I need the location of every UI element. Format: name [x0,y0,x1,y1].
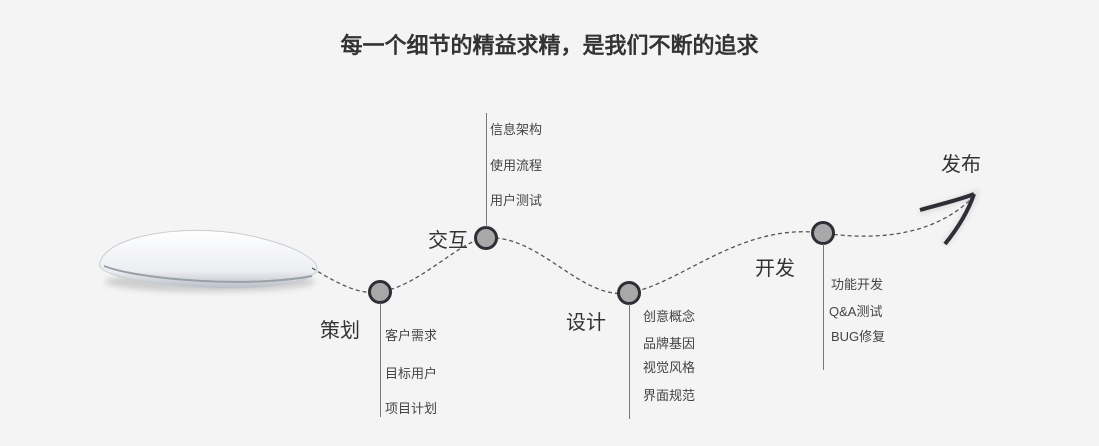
stage-item: 项目计划 [385,401,438,416]
page-title: 每一个细节的精益求精，是我们不断的追求 [340,33,759,58]
stage-item: 目标用户 [385,366,438,381]
stage-label-planning: 策划 [320,320,360,342]
stage-label-design: 设计 [566,312,606,334]
stage-item: 信息架构 [490,122,543,137]
process-path [311,199,971,295]
stage-item: Q&A测试 [829,304,883,319]
stage-item: 创意概念 [643,309,696,324]
stage-item: 功能开发 [831,277,884,292]
stage-line-development [823,244,824,370]
stage-line-planning [380,303,381,417]
stage-item: 品牌基因 [643,336,696,351]
stage-line-design [629,304,630,419]
stage-label-interaction: 交互 [428,230,468,252]
stage-item: 视觉风格 [643,360,696,375]
node-markers [368,221,835,305]
stage-item: 使用流程 [490,158,543,173]
stage-label-release: 发布 [941,154,981,176]
stage-line-interaction [486,113,487,227]
stage-label-development: 开发 [755,258,795,280]
arrow-icon [919,189,980,246]
stage-item: 客户需求 [385,328,438,343]
stage-item: 界面规范 [643,388,696,403]
stage-item: BUG修复 [831,329,886,344]
stage-item: 用户测试 [490,193,543,208]
mouse-icon [99,230,318,292]
